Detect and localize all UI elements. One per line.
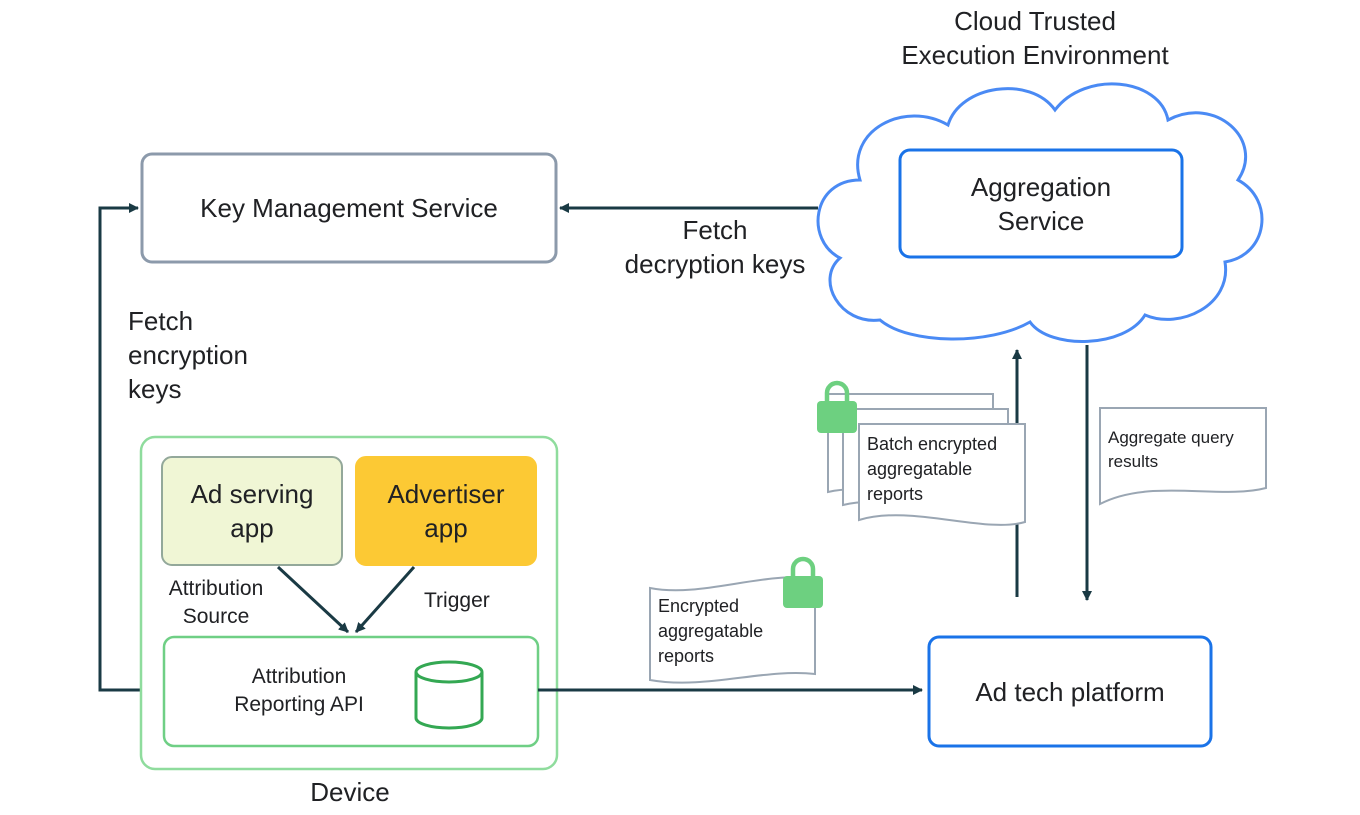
ad-tech-box [927,635,1213,748]
fetch-encryption-label: Fetch encryption keys [128,306,248,404]
advertiser-app-box [355,456,537,566]
lock-icon-encrypted [783,556,823,608]
arrow-attribution-source [276,565,350,634]
advertiser-app-label: Advertiser app [387,479,505,543]
encrypted-report-doc [649,576,816,684]
kms-box [140,152,558,264]
query-results-label: Aggregate query results [1108,428,1234,471]
api-label: Attribution Reporting API [234,665,364,716]
aggregation-service-box [898,148,1184,259]
fetch-decryption-label: Fetch decryption keys [624,215,806,279]
batch-report-docs [827,393,1026,526]
trigger-label: Trigger [424,589,490,612]
query-results-doc [1099,407,1267,506]
attribution-source-label: Attribution Source [168,577,264,628]
kms-label: Key Management Service [200,193,498,223]
ad-serving-app-box [161,456,343,566]
lock-icon-batch [817,380,857,433]
aggregation-service-label: Aggregation Service [970,172,1112,236]
cloud-title: Cloud Trusted Execution Environment [901,6,1169,70]
ad-tech-label: Ad tech platform [975,677,1165,707]
encrypted-report-label: Encrypted aggregatable reports [658,596,764,666]
database-icon [414,660,484,730]
device-label: Device [310,777,390,807]
ad-serving-app-label: Ad serving app [190,479,314,543]
arrow-trigger [354,566,416,633]
arrow-fetch-encryption [98,203,164,692]
batch-report-label: Batch encrypted aggregatable reports [867,434,998,504]
